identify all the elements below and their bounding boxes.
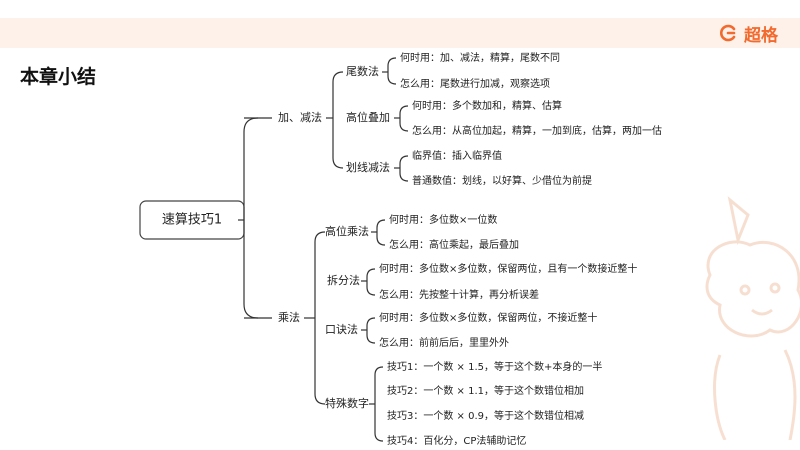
leaf-item: 怎么用：尾数进行加减，观察选项: [400, 77, 550, 90]
leaf-item: 技巧4：百化分，CP法辅助记忆: [387, 434, 526, 447]
header-bar: [0, 18, 800, 48]
leaf-item: 技巧1：一个数 × 1.5，等于这个数+本身的一半: [387, 360, 602, 373]
leaf-item: 怎么用：从高位加起，精算，一加到底，估算，两加一估: [412, 124, 662, 137]
root-node-label: 速算技巧1: [162, 213, 222, 228]
leaf-item: 临界值：插入临界值: [412, 149, 502, 162]
leaf-item: 何时用：加、减法，精算，尾数不同: [400, 51, 560, 64]
connector-line: [243, 117, 259, 319]
leaf-item: 何时用：多个数加和，精算、估算: [412, 99, 562, 112]
brand-logo: 超格: [718, 18, 778, 48]
connector-line: [374, 366, 384, 442]
brand-name: 超格: [744, 25, 778, 46]
leaf-item: 何时用：多位数×多位数，保留两位，不接近整十: [379, 311, 597, 324]
leaf-item: 何时用：多位数×一位数: [389, 213, 497, 226]
subtopic-label: 划线减法: [346, 160, 390, 174]
connector-line: [399, 155, 409, 182]
leaf-item: 技巧2：一个数 × 1.1，等于这个数错位相加: [387, 384, 584, 397]
leaf-item: 技巧3：一个数 × 0.9，等于这个数错位相减: [387, 409, 584, 422]
connector-line: [332, 71, 344, 169]
leaf-item: 普通数值：划线，以好算、少借位为前提: [412, 174, 592, 187]
connector-line: [366, 268, 376, 296]
connector-line: [314, 231, 326, 405]
connector-line: [399, 105, 409, 132]
mascot-illustration: [705, 196, 800, 440]
section-title: 本章小结: [20, 66, 97, 88]
connector-line: [366, 317, 376, 344]
subtopic-label: 尾数法: [346, 64, 379, 78]
subtopic-label: 口诀法: [325, 322, 358, 336]
connector-line: [376, 219, 386, 246]
branch-label: 乘法: [278, 310, 300, 324]
connector-line: [387, 57, 397, 85]
subtopic-label: 拆分法: [327, 273, 360, 287]
subtopic-label: 特殊数字: [325, 396, 369, 410]
subtopic-label: 高位乘法: [325, 224, 369, 238]
branch-label: 加、减法: [278, 110, 322, 124]
leaf-item: 何时用：多位数×多位数，保留两位，且有一个数接近整十: [379, 262, 637, 275]
leaf-item: 怎么用：高位乘起，最后叠加: [389, 238, 519, 251]
leaf-item: 怎么用：前前后后，里里外外: [379, 336, 509, 349]
subtopic-label: 高位叠加: [346, 110, 390, 124]
brand-logo-icon: [720, 24, 736, 42]
leaf-item: 怎么用：先按整十计算，再分析误差: [379, 288, 539, 301]
